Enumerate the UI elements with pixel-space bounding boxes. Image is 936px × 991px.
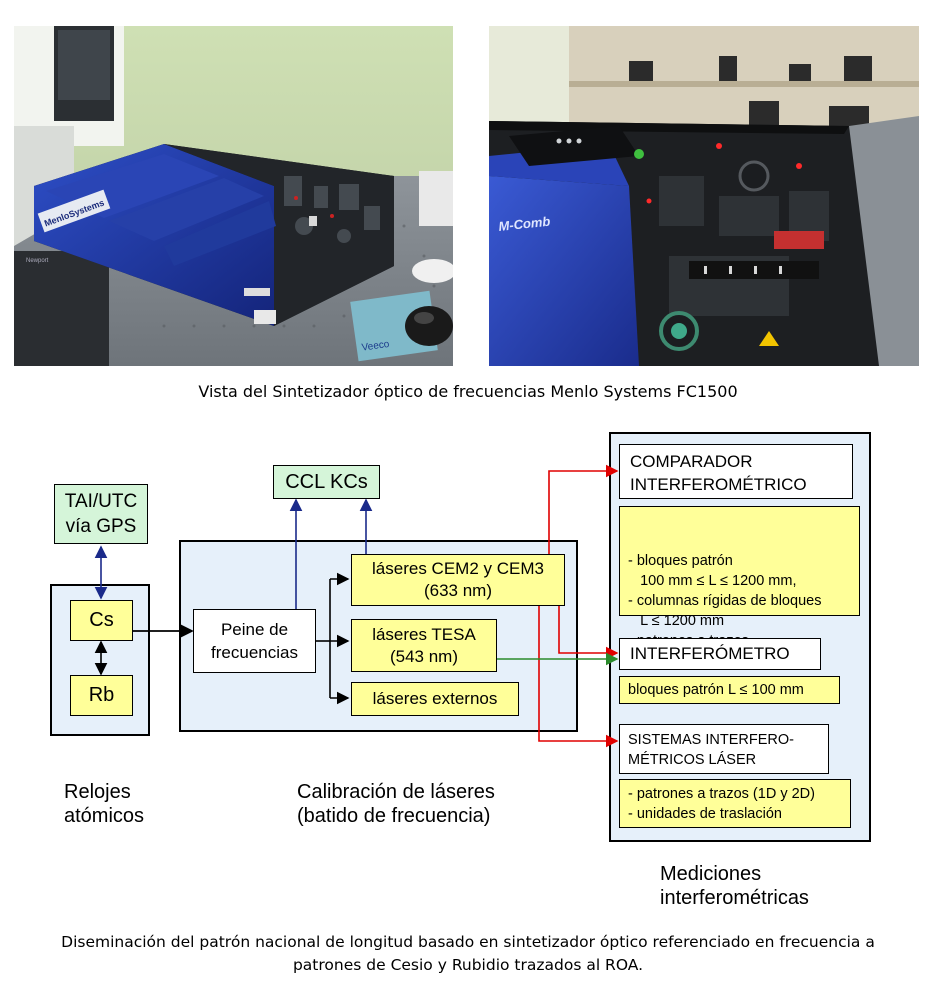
laseres-tesa-box: láseres TESA(543 nm) <box>351 619 497 672</box>
photo-left-frequency-synthesizer: Newport MenloSystems Veeco <box>14 26 453 366</box>
laseres-cem-box: láseres CEM2 y CEM3(633 nm) <box>351 554 565 606</box>
svg-text:Newport: Newport <box>26 258 49 264</box>
interferometro-box: INTERFERÓMETRO <box>619 638 821 670</box>
laseres-externos-box: láseres externos <box>351 682 519 716</box>
brand-label-veeco: Veeco <box>361 339 390 354</box>
arrow-cem-interferometro <box>558 605 619 660</box>
interferometro-items-box: bloques patrón L ≤ 100 mm <box>619 676 840 704</box>
arrow-cem-sistemas <box>538 605 619 748</box>
brand-label-mcomb: M-Comb <box>498 214 551 234</box>
sistemas-items-box: - patrones a trazos (1D y 2D)- unidades … <box>619 779 851 828</box>
photo-right-optical-setup: M-Comb <box>489 26 919 366</box>
photo-caption: Vista del Sintetizador óptico de frecuen… <box>198 382 738 401</box>
arrow-peine-lasers <box>316 572 350 705</box>
label-calibracion-laseres: Calibración de láseres(batido de frecuen… <box>297 781 495 827</box>
arrow-cem-comparador <box>548 464 619 554</box>
sistemas-box: SISTEMAS INTERFERO-MÉTRICOS LÁSER <box>619 724 829 774</box>
comparador-items-box: - bloques patrón 100 mm ≤ L ≤ 1200 mm,- … <box>619 506 860 649</box>
bottom-caption: Diseminación del patrón nacional de long… <box>61 933 875 974</box>
cs-box: Cs <box>70 600 133 641</box>
rb-box: Rb <box>70 675 133 716</box>
ccl-kcs-box: CCL KCs <box>273 465 380 499</box>
